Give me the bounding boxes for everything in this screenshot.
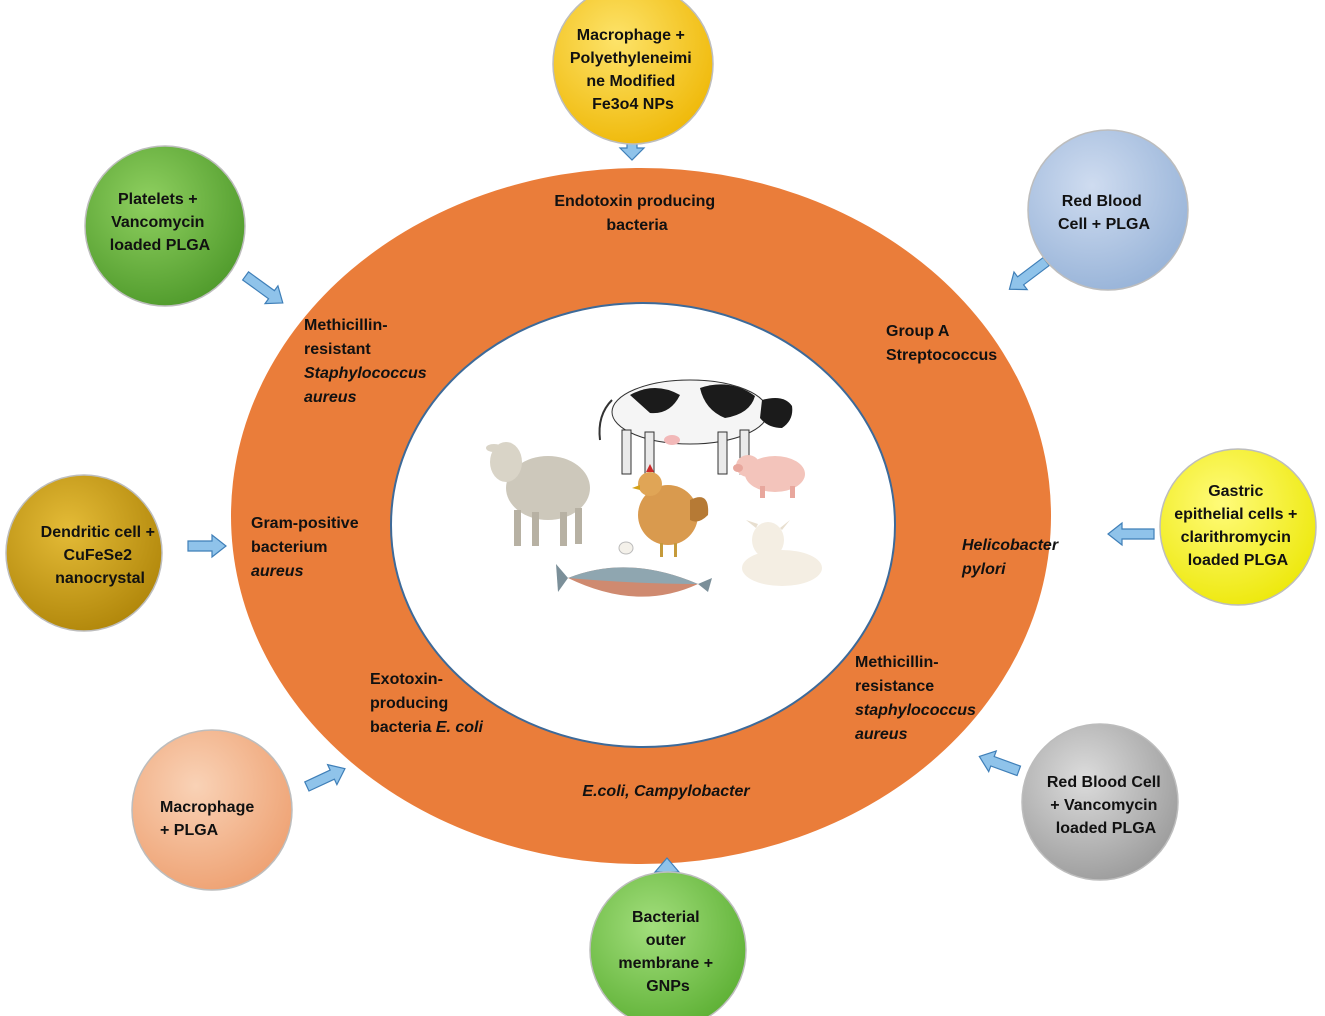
- arrow-top-left: [241, 271, 284, 305]
- bubble-top-right: Red Blood Cell + PLGA: [1027, 129, 1189, 291]
- bubble-right: Gastric epithelial cells + clarithromyci…: [1159, 448, 1317, 606]
- bubble-left: Dendritic cell + CuFeSe2 nanocrystal: [5, 474, 163, 632]
- label-group-a-streptococcus: Group A Streptococcus: [886, 323, 997, 364]
- bubble-top-left: Platelets + Vancomycin loaded PLGA: [84, 145, 246, 307]
- arrow-top-right: [1008, 256, 1051, 291]
- arrow-left: [187, 533, 227, 559]
- label-ecoli-campylobacter: E.coli, Campylobacter: [582, 783, 750, 800]
- label-exotoxin: Exotoxin- producing bacteria E. coli: [370, 671, 483, 736]
- bubble-top: Macrophage + Polyethyleneimi ne Modified…: [552, 0, 714, 145]
- label-helicobacter: Helicobacter pylori: [961, 537, 1063, 578]
- label-endotoxin: Endotoxin producing bacteria: [554, 193, 719, 234]
- arrow-bottom-left: [303, 763, 346, 792]
- svg-text:Dendritic cell + CuFeSe2: Dendritic cell + CuFeSe2 nanocrystal: [41, 524, 160, 587]
- pig-icon: [733, 455, 805, 498]
- bubble-bottom-right: Red Blood Cell + Vancomycin loaded PLGA: [1021, 723, 1179, 881]
- bubble-bottom-left: Macrophage + PLGA: [131, 729, 293, 891]
- salmon-icon: [556, 564, 712, 597]
- sheep-icon: [486, 442, 590, 546]
- svg-text:Macrophage + Polyethylen: Macrophage + Polyethyleneimi ne Modified…: [570, 27, 696, 113]
- label-gram-positive: Gram-positive bacterium aureus: [251, 515, 363, 580]
- svg-text:Red Blood Cell + PLGA: Red Blood Cell + PLGA: [1058, 193, 1150, 233]
- arrow-right: [1107, 521, 1155, 547]
- svg-text:Bacterial outer me: Bacterial outer membrane + GNPs: [618, 909, 717, 995]
- goat-kid-icon: [742, 520, 822, 586]
- bubble-bottom: Bacterial outer membrane + GNPs: [589, 871, 747, 1016]
- svg-text:Red Blood Cell + Vancomy: Red Blood Cell + Vancomycin loaded PLGA: [1047, 774, 1165, 837]
- label-mrsa-bottom: Methicillin- resistance staphylococcus a…: [855, 654, 980, 743]
- cow-icon: [598, 379, 793, 475]
- egg-icon: [618, 541, 634, 555]
- arrow-bottom-right: [978, 749, 1022, 777]
- svg-text:Gastric epithelial cells: Gastric epithelial cells + clarithromyci…: [1174, 483, 1302, 569]
- label-mrsa-top: Methicillin- resistant Staphylococcus au…: [304, 317, 431, 406]
- svg-text:Macrophage + PLGA: Macrophage + PLGA: [160, 799, 259, 839]
- chicken-icon: [632, 464, 709, 557]
- livestock-illustration: [486, 379, 822, 597]
- svg-text:Platelets + Vancomycin: Platelets + Vancomycin loaded PLGA: [110, 191, 211, 254]
